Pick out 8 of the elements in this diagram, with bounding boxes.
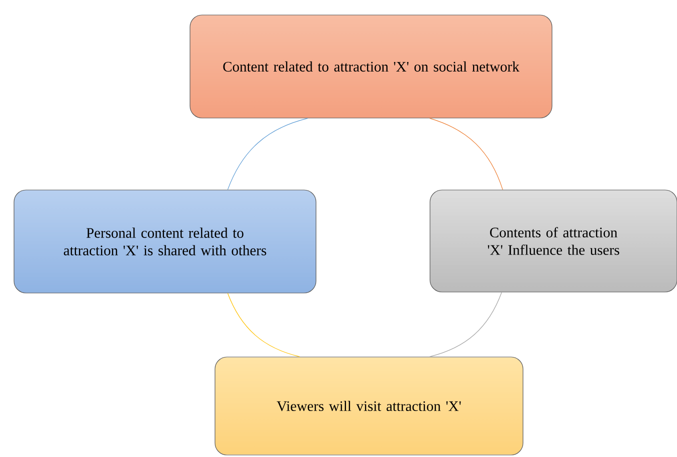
process-box: Content related to attraction 'X' on social network	[190, 14, 552, 118]
connector-arc	[227, 118, 308, 190]
connector-arc	[429, 292, 502, 357]
connector-arc	[429, 118, 503, 190]
process-box: Viewers will visit attraction 'X'	[214, 356, 524, 456]
process-box: Contents of attraction 'X' Influence the users	[430, 190, 677, 292]
process-box: Personal content related to attraction 'X' is shared with others	[14, 190, 316, 294]
connector-arc	[227, 293, 300, 357]
